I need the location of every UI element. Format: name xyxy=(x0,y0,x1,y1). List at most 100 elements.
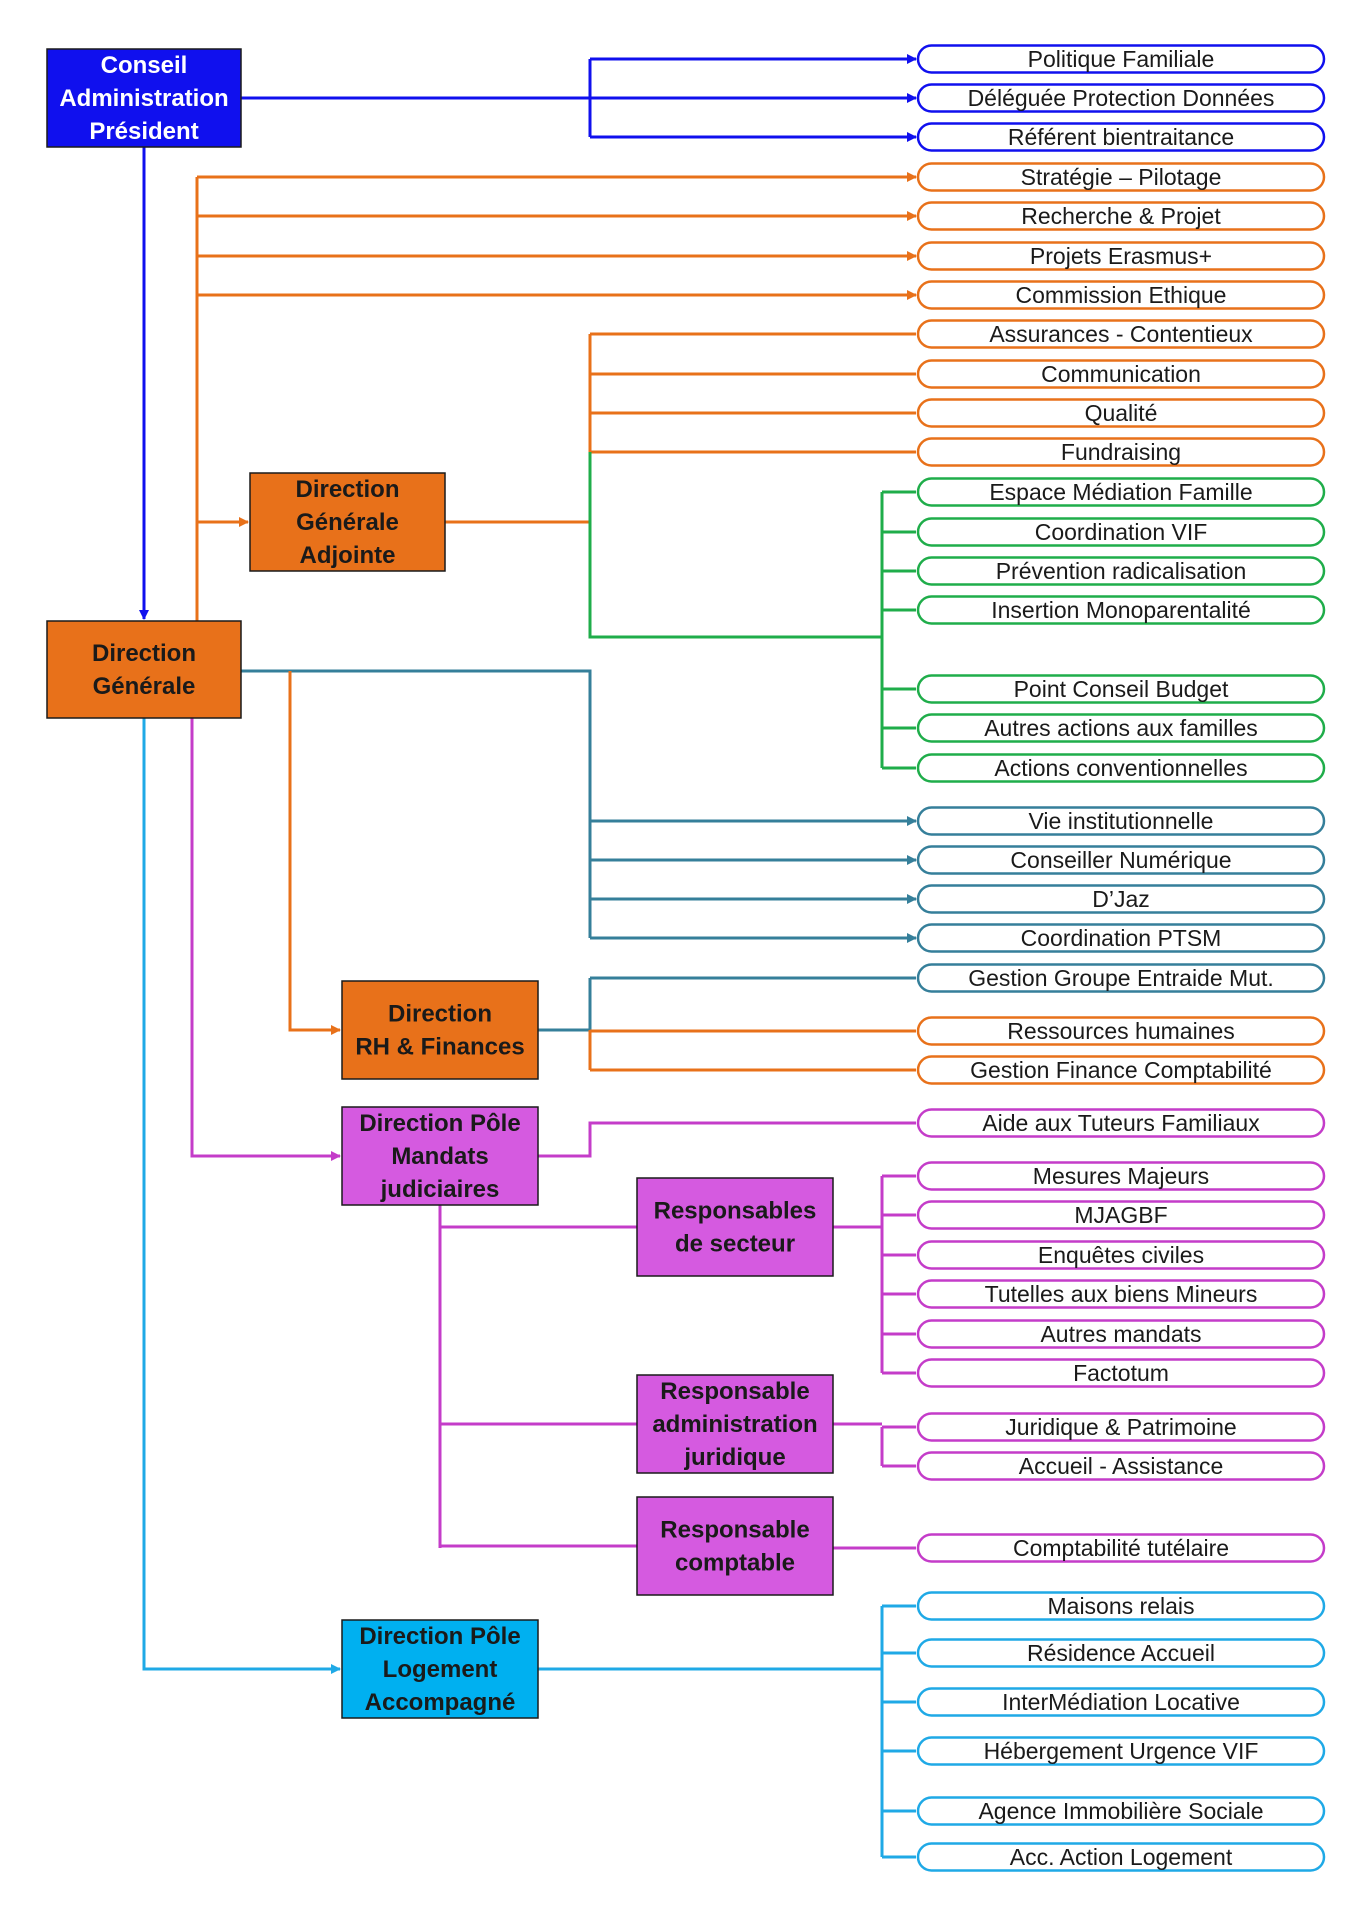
item-label: Factotum xyxy=(1073,1360,1169,1386)
item-label: MJAGBF xyxy=(1074,1202,1167,1228)
item-label: Autres actions aux familles xyxy=(984,715,1258,741)
item-label: Accueil - Assistance xyxy=(1019,1453,1224,1479)
connector-dg-teal xyxy=(241,669,592,938)
item-label: Ressources humaines xyxy=(1007,1018,1235,1044)
item-orange_dga-1: Communication xyxy=(916,359,1326,389)
item-orange_dga-3: Fundraising xyxy=(916,437,1326,467)
item-magenta_raj-1: Accueil - Assistance xyxy=(916,1451,1326,1481)
item-blue-1: Déléguée Protection Données xyxy=(916,83,1326,113)
item-cyan-3: Hébergement Urgence VIF xyxy=(916,1736,1326,1766)
item-label: Gestion Groupe Entraide Mut. xyxy=(968,965,1274,991)
box-dga-line-1: Générale xyxy=(296,509,399,536)
item-label: Vie institutionnelle xyxy=(1029,808,1214,834)
item-green-0: Espace Médiation Famille xyxy=(916,477,1326,507)
item-magenta_rs-4: Autres mandats xyxy=(916,1319,1326,1349)
item-label: Agence Immobilière Sociale xyxy=(978,1798,1263,1824)
item-orange_dg-0: Stratégie – Pilotage xyxy=(916,162,1326,192)
item-label: Résidence Accueil xyxy=(1027,1640,1215,1666)
item-label: Actions conventionnelles xyxy=(994,755,1247,781)
box-rc-line-1: comptable xyxy=(675,1550,795,1577)
connectors xyxy=(139,54,917,1859)
box-dg-line-0: Direction xyxy=(92,640,196,667)
item-label: Assurances - Contentieux xyxy=(989,321,1253,347)
connector-dpm-item xyxy=(538,1121,916,1158)
item-label: Coordination VIF xyxy=(1035,519,1208,545)
item-label: Politique Familiale xyxy=(1028,46,1215,72)
item-green-1: Coordination VIF xyxy=(916,517,1326,547)
arrow-dg-dpm xyxy=(190,718,341,1161)
boxes: ConseilAdministrationPrésidentDirectionG… xyxy=(46,48,834,1719)
item-label: Tutelles aux biens Mineurs xyxy=(985,1281,1258,1307)
box-rc-line-0: Responsable xyxy=(660,1517,809,1544)
item-label: Hébergement Urgence VIF xyxy=(984,1738,1259,1764)
item-label: Coordination PTSM xyxy=(1021,925,1222,951)
box-dg-line-1: Générale xyxy=(93,673,196,700)
item-label: Enquêtes civiles xyxy=(1038,1242,1204,1268)
item-label: Acc. Action Logement xyxy=(1010,1844,1233,1870)
item-teal-3: Coordination PTSM xyxy=(916,923,1326,953)
item-label: Insertion Monoparentalité xyxy=(991,597,1251,623)
box-rs-line-1: de secteur xyxy=(675,1231,795,1258)
item-green-6: Actions conventionnelles xyxy=(916,753,1326,783)
box-ca-line-0: Conseil xyxy=(101,52,188,79)
item-cyan-2: InterMédiation Locative xyxy=(916,1687,1326,1717)
box-dpl-line-2: Accompagné xyxy=(365,1689,516,1716)
item-label: Prévention radicalisation xyxy=(996,558,1247,584)
box-dpm-line-1: Mandats xyxy=(391,1143,488,1170)
item-label: Communication xyxy=(1041,361,1201,387)
item-magenta_rs-2: Enquêtes civiles xyxy=(916,1240,1326,1270)
box-rs: Responsables de secteur xyxy=(636,1177,834,1277)
item-orange_dg-1: Recherche & Projet xyxy=(916,201,1326,231)
item-cyan-4: Agence Immobilière Sociale xyxy=(916,1796,1326,1826)
box-dga-line-0: Direction xyxy=(295,476,399,503)
item-magenta_rc-0: Comptabilité tutélaire xyxy=(916,1533,1326,1563)
item-label: Qualité xyxy=(1085,400,1158,426)
item-teal-2: D’Jaz xyxy=(916,884,1326,914)
item-label: Stratégie – Pilotage xyxy=(1021,164,1222,190)
item-label: Fundraising xyxy=(1061,439,1181,465)
box-dga-line-2: Adjointe xyxy=(300,542,396,569)
box-drh-line-0: Direction xyxy=(388,1001,492,1028)
item-label: Comptabilité tutélaire xyxy=(1013,1535,1229,1561)
item-teal-0: Vie institutionnelle xyxy=(916,806,1326,836)
box-dpl-line-1: Logement xyxy=(383,1656,498,1683)
item-orange_dga-0: Assurances - Contentieux xyxy=(916,319,1326,349)
box-rs-line-0: Responsables xyxy=(654,1198,817,1225)
item-label: Référent bientraitance xyxy=(1008,124,1234,150)
item-magenta_raj-0: Juridique & Patrimoine xyxy=(916,1412,1326,1442)
item-green-4: Point Conseil Budget xyxy=(916,674,1326,704)
item-label: Aide aux Tuteurs Familiaux xyxy=(982,1110,1260,1136)
item-teal_drh-0: Gestion Groupe Entraide Mut. xyxy=(916,963,1326,993)
item-magenta_rs-0: Mesures Majeurs xyxy=(916,1161,1326,1191)
item-magenta_rs-5: Factotum xyxy=(916,1358,1326,1388)
box-raj-line-0: Responsable xyxy=(660,1378,809,1405)
item-label: Projets Erasmus+ xyxy=(1030,243,1212,269)
item-label: Recherche & Projet xyxy=(1021,203,1221,229)
item-orange_dga-2: Qualité xyxy=(916,398,1326,428)
box-rc: Responsable comptable xyxy=(636,1496,834,1596)
item-teal-1: Conseiller Numérique xyxy=(916,845,1326,875)
box-ca-line-1: Administration xyxy=(59,85,228,112)
item-label: Juridique & Patrimoine xyxy=(1005,1414,1236,1440)
item-label: InterMédiation Locative xyxy=(1002,1689,1240,1715)
item-green-2: Prévention radicalisation xyxy=(916,556,1326,586)
item-label: Espace Médiation Famille xyxy=(989,479,1252,505)
item-label: D’Jaz xyxy=(1092,886,1150,912)
box-raj-line-2: juridique xyxy=(683,1444,785,1471)
item-blue-0: Politique Familiale xyxy=(916,44,1326,74)
item-blue-2: Référent bientraitance xyxy=(916,122,1326,152)
item-cyan-1: Résidence Accueil xyxy=(916,1638,1326,1668)
item-orange_dg-3: Commission Ethique xyxy=(916,280,1326,310)
arrow-dg-dpl xyxy=(142,718,341,1674)
item-cyan-5: Acc. Action Logement xyxy=(916,1842,1326,1872)
item-orange_dg-2: Projets Erasmus+ xyxy=(916,241,1326,271)
box-dpm-line-2: judiciaires xyxy=(380,1176,500,1203)
box-dpm-line-0: Direction Pôle xyxy=(359,1110,520,1137)
